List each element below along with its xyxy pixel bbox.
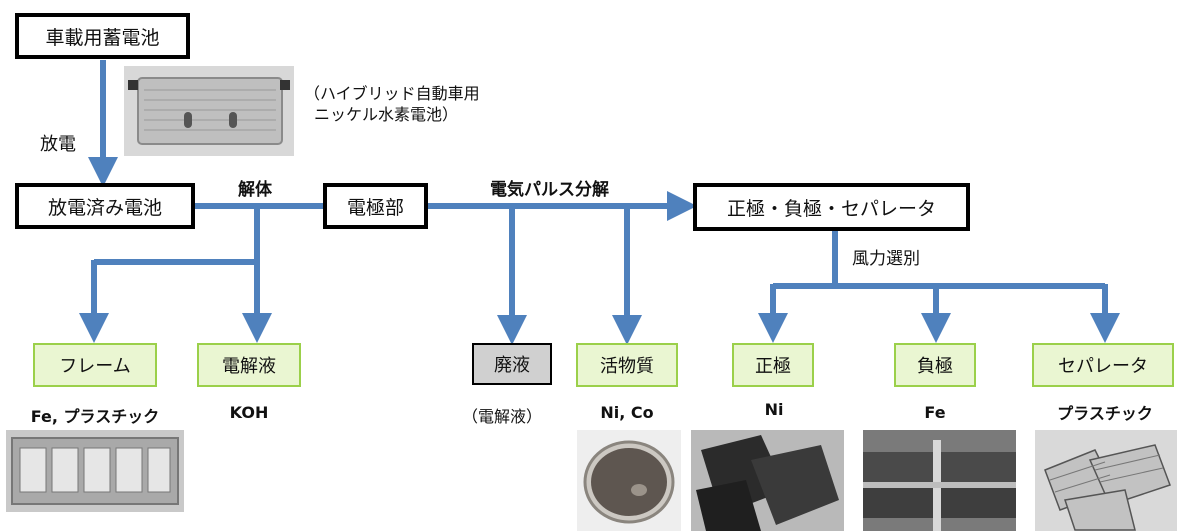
- pulse-decomposition-label: 電気パルス分解: [490, 180, 609, 200]
- electrodes-separator-box: 正極・負極・セパレータ: [693, 183, 970, 231]
- discharged-battery-box: 放電済み電池: [15, 183, 195, 229]
- frame-photo: [6, 430, 184, 512]
- active-material-material: Ni, Co: [600, 403, 654, 422]
- positive-electrode-box: 正極: [732, 343, 814, 387]
- positive-electrode-photo: [691, 430, 844, 531]
- frame-material: Fe, プラスチック: [30, 407, 160, 426]
- negative-material: Fe: [924, 403, 946, 422]
- negative-electrode-box: 負極: [894, 343, 976, 387]
- active-material-box: 活物質: [576, 343, 678, 387]
- battery-note-line1: （ハイブリッド自動車用: [304, 84, 480, 103]
- active-material-photo: [577, 430, 681, 531]
- separator-photo: [1035, 430, 1177, 531]
- frame-box: フレーム: [33, 343, 157, 387]
- active-material-image: [583, 440, 675, 524]
- waste-note: （電解液）: [462, 407, 543, 426]
- separator-box: セパレータ: [1032, 343, 1174, 387]
- discharge-label: 放電: [40, 134, 76, 155]
- negative-electrode-image: [863, 440, 1016, 531]
- electrode-part-box: 電極部: [323, 183, 428, 229]
- separator-material: プラスチック: [1057, 404, 1153, 423]
- car-battery-box: 車載用蓄電池: [15, 13, 190, 59]
- positive-electrode-image: [696, 435, 839, 531]
- battery-photo: [124, 66, 294, 156]
- separator-image: [1044, 444, 1171, 531]
- battery-note-line2: ニッケル水素電池）: [314, 105, 459, 124]
- disassembly-label: 解体: [238, 180, 272, 200]
- electrolyte-material: KOH: [229, 403, 269, 422]
- electrolyte-box: 電解液: [197, 343, 301, 387]
- negative-electrode-photo: [863, 430, 1016, 531]
- waste-liquid-box: 廃液: [472, 343, 552, 385]
- wind-sorting-label: 風力選別: [852, 249, 920, 269]
- battery-image: [128, 77, 290, 145]
- positive-material: Ni: [764, 400, 784, 419]
- frame-image: [11, 437, 179, 505]
